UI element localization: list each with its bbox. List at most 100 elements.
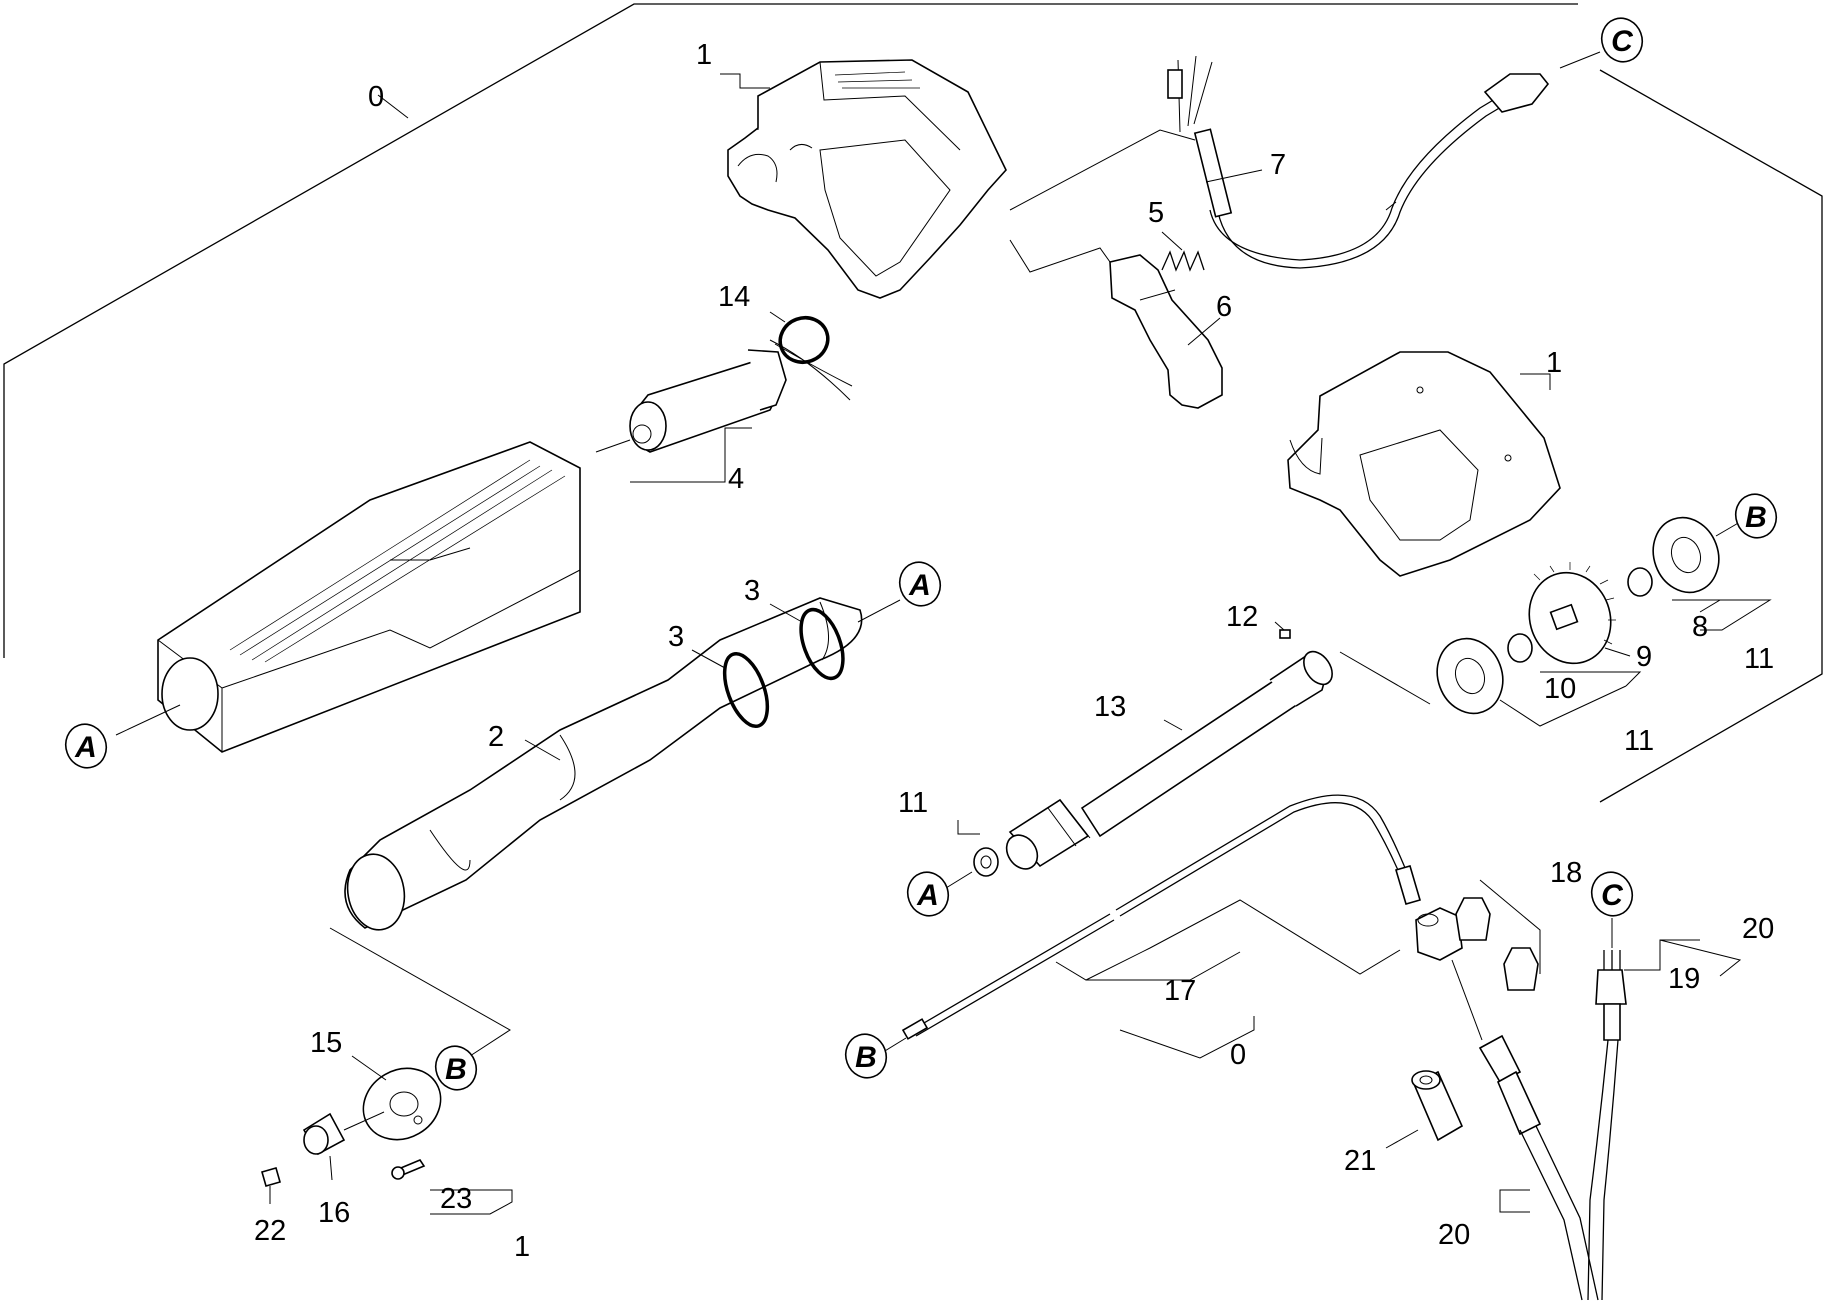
ref-b-cable: B — [844, 1033, 888, 1079]
svg-text:C: C — [1601, 879, 1624, 912]
label-11a: 11 — [1744, 643, 1774, 675]
label-15: 15 — [310, 1027, 342, 1059]
label-0a: 0 — [368, 81, 384, 113]
leader-21 — [1385, 1129, 1419, 1149]
label-16: 16 — [318, 1197, 350, 1229]
label-3a: 3 — [744, 575, 760, 607]
label-20a: 20 — [1742, 913, 1774, 945]
leader-17 — [1086, 951, 1241, 981]
leader-16-link — [343, 1111, 385, 1131]
label-21: 21 — [1344, 1145, 1376, 1177]
ref-c-plug: C — [1590, 871, 1634, 917]
trigger-6 — [1109, 254, 1223, 409]
screw-23 — [391, 1159, 426, 1180]
fitting-nut — [1415, 907, 1463, 961]
cable-7 — [1167, 51, 1601, 269]
leader-b-bearing — [1715, 521, 1741, 537]
label-10: 10 — [1544, 673, 1576, 705]
svg-text:C: C — [1611, 25, 1634, 58]
cap-18b — [1503, 947, 1539, 991]
plug-cable-19 — [1587, 918, 1627, 1301]
label-9: 9 — [1636, 641, 1652, 673]
ref-b-bearing: B — [1734, 493, 1778, 539]
leader-fitting — [1451, 959, 1483, 1041]
label-1a: 1 — [696, 39, 712, 71]
leader-7 — [1205, 169, 1263, 183]
leader-13 — [1163, 719, 1183, 731]
leader-4 — [630, 427, 752, 483]
leader-a-tube — [857, 599, 901, 623]
label-12: 12 — [1226, 601, 1258, 633]
leader-9 — [1604, 647, 1631, 657]
o-ring-3b — [799, 607, 845, 681]
label-19: 19 — [1668, 963, 1700, 995]
label-23: 23 — [440, 1183, 472, 1215]
label-20b: 20 — [1438, 1219, 1470, 1251]
label-0b: 0 — [1230, 1039, 1246, 1071]
label-1b: 1 — [1546, 347, 1562, 379]
leader-6-link — [1009, 239, 1111, 273]
leader-3b — [769, 603, 803, 623]
leader-a-cover — [115, 704, 181, 736]
leader-tube-b — [329, 927, 511, 1057]
leader-23 — [430, 1189, 513, 1215]
label-4: 4 — [728, 463, 744, 495]
label-22: 22 — [254, 1215, 286, 1247]
leader-20a — [1659, 939, 1742, 977]
motor-4 — [595, 339, 853, 453]
svg-text:B: B — [855, 1041, 877, 1074]
label-11b: 11 — [1624, 725, 1654, 757]
leader-12 — [1274, 621, 1285, 631]
tube-2 — [344, 597, 863, 931]
ref-c-top: C — [1600, 17, 1644, 63]
key-12 — [1279, 629, 1291, 639]
label-1c: 1 — [514, 1231, 530, 1263]
leader-0b — [1119, 1016, 1255, 1059]
cap-18a — [1455, 897, 1491, 941]
screw-22 — [261, 1167, 281, 1187]
o-ring-14 — [778, 316, 830, 364]
bearing-upper — [1652, 516, 1720, 594]
leader-10 — [1540, 671, 1642, 687]
leader-2 — [524, 739, 561, 761]
spring-5 — [1161, 231, 1205, 272]
leader-11a — [1672, 599, 1772, 631]
gear-9 — [1528, 562, 1616, 665]
label-7: 7 — [1270, 149, 1286, 181]
plug-16 — [302, 1112, 346, 1156]
leader-17-bracket — [1055, 899, 1401, 981]
label-2: 2 — [488, 721, 504, 753]
ref-a-cover: A — [64, 723, 108, 769]
ref-b-cap: B — [434, 1045, 478, 1091]
leader-16 — [329, 1155, 333, 1181]
handle-cover — [157, 441, 581, 753]
label-5: 5 — [1148, 197, 1164, 229]
end-cap-15 — [362, 1067, 442, 1141]
leader-14 — [769, 311, 786, 323]
svg-text:A: A — [908, 569, 931, 602]
leader-a-bushing — [945, 871, 973, 889]
handle-shell-right — [1287, 351, 1561, 577]
leader-19 — [1624, 939, 1700, 971]
adapter-21 — [1411, 1070, 1464, 1142]
svg-text:A: A — [916, 879, 939, 912]
leader-11c — [957, 820, 980, 835]
leader-20b — [1499, 1189, 1530, 1213]
bearing-lower — [1436, 637, 1504, 715]
label-18: 18 — [1550, 857, 1582, 889]
svg-text:B: B — [1745, 501, 1767, 534]
label-13: 13 — [1094, 691, 1126, 723]
svg-text:A: A — [74, 731, 97, 764]
leader-15 — [351, 1055, 387, 1081]
circlip-10 — [1507, 633, 1533, 663]
label-6: 6 — [1216, 291, 1232, 323]
assembly-bracket-0 — [3, 3, 1823, 803]
handle-shell-top — [727, 59, 1007, 299]
label-17: 17 — [1164, 975, 1196, 1007]
leader-cable — [1009, 129, 1196, 211]
leader-11b — [1499, 685, 1627, 727]
bushing-11-bore — [980, 855, 992, 869]
ref-a-tube: A — [898, 561, 942, 607]
ref-a-bushing: A — [906, 871, 950, 917]
